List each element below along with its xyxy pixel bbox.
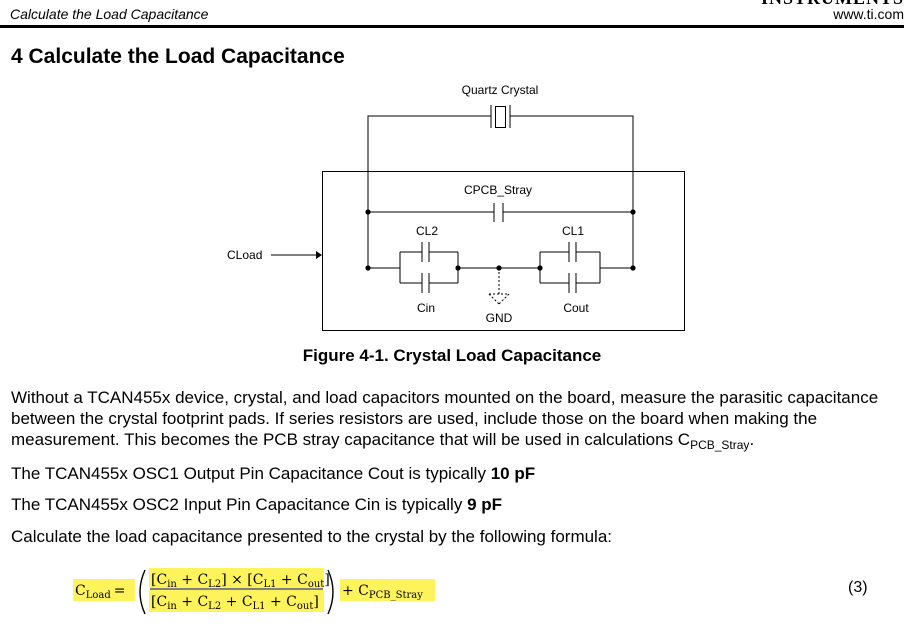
page-header: Calculate the Load Capacitance INSTRUMEN… <box>0 0 904 28</box>
cl1-cout-network <box>539 242 601 293</box>
cload-label: CLoad <box>227 248 262 262</box>
figure-caption: Figure 4-1. Crystal Load Capacitance <box>302 346 602 365</box>
quartz-crystal-label: Quartz Crystal <box>462 83 539 97</box>
header-rule <box>0 25 904 28</box>
ground-symbol <box>488 268 510 305</box>
cload-symbol: CLoad= <box>75 583 125 601</box>
cin-value: 9 pF <box>467 495 503 514</box>
right-paren <box>327 569 334 615</box>
equation-numerator: [Cin + CL2] × [CL1 + Cout] <box>151 572 330 590</box>
cl1-label: CL1 <box>562 224 584 238</box>
cl2-cin-network <box>399 242 459 293</box>
stray-capacitance-label: CPCB_Stray <box>464 183 532 197</box>
equation-highlights <box>73 568 435 612</box>
header-section-title: Calculate the Load Capacitance <box>10 6 209 22</box>
header-brand-logo: INSTRUMENTS <box>761 0 904 9</box>
measurement-paragraph: Without a TCAN455x device, crystal, and … <box>11 388 879 452</box>
formula-intro-paragraph: Calculate the load capacitance presented… <box>11 527 613 546</box>
gnd-label: GND <box>486 311 513 325</box>
crystal-load-diagram: Quartz Crystal CPCB_Stray CL2 CL1 CLoad … <box>227 83 685 331</box>
cin-label: Cin <box>417 301 435 315</box>
stray-capacitor-symbol <box>493 203 504 222</box>
section-title: 4 Calculate the Load Capacitance <box>11 45 345 68</box>
equation-denominator: [Cin + CL2 + CL1 + Cout] <box>151 594 319 612</box>
device-boundary-box <box>322 171 685 331</box>
cout-label: Cout <box>563 301 589 315</box>
cin-paragraph: The TCAN455x OSC2 Input Pin Capacitance … <box>11 495 503 514</box>
cout-paragraph: The TCAN455x OSC1 Output Pin Capacitance… <box>11 464 536 483</box>
junction-dots <box>365 209 636 271</box>
quartz-crystal-symbol <box>490 105 511 128</box>
equation-number: (3) <box>848 579 868 596</box>
cload-arrow-head <box>316 251 322 259</box>
crystal-right-lead <box>510 115 634 212</box>
left-paren <box>139 569 146 615</box>
stray-term: + CPCB_Stray <box>342 583 423 601</box>
cout-value: 10 pF <box>490 464 536 483</box>
crystal-left-lead <box>367 115 491 212</box>
load-capacitance-equation: CLoad= [Cin + CL2] × [CL1 + Cout] [Cin +… <box>73 568 435 615</box>
cl2-label: CL2 <box>416 224 438 238</box>
header-url-link[interactable]: www.ti.com <box>833 6 904 22</box>
